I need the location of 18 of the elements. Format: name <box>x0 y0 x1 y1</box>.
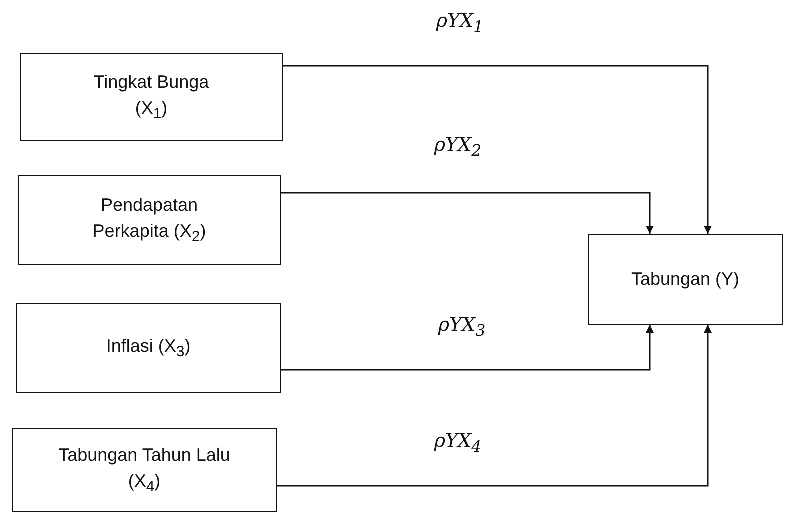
arrow <box>277 325 712 487</box>
edge-label: ρYX$_{1}$ <box>436 10 484 36</box>
variable-box <box>18 175 281 265</box>
variable-label: Inflasi (X$_{3}$) <box>106 334 191 362</box>
arrow <box>281 192 654 234</box>
edge-label: ρYX$_{2}$ <box>434 134 482 160</box>
variable-label: Tabungan Tahun Lalu (X$_{4}$) <box>58 444 232 498</box>
variable-box <box>588 234 783 325</box>
edge-label: ρYX$_{4}$ <box>434 430 482 456</box>
variable-box <box>20 53 283 141</box>
variable-label: Pendapatan Perkapita (X$_{2}$) <box>92 194 208 248</box>
arrow <box>283 65 712 234</box>
variable-box <box>12 428 277 512</box>
variable-box <box>16 303 281 393</box>
edge-label: ρYX$_{3}$ <box>438 314 486 340</box>
arrow <box>281 325 654 371</box>
variable-label: Tabungan (Y) <box>631 268 740 292</box>
variable-label: Tingkat Bunga (X$_{1}$) <box>92 70 210 124</box>
